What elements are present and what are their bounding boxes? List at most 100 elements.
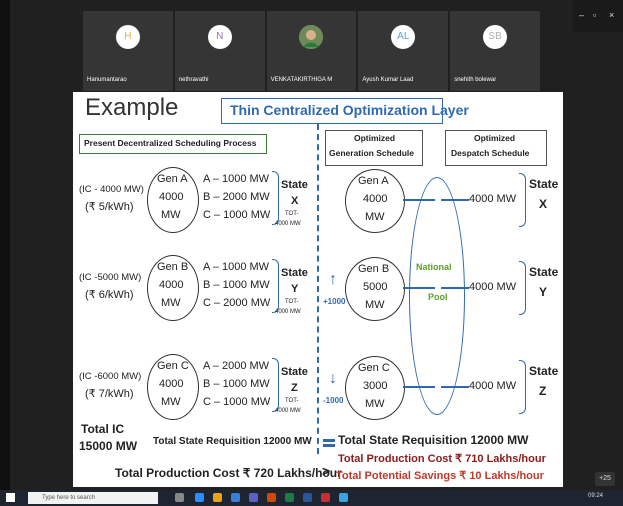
total-ic-value: 15000 MW xyxy=(79,439,138,453)
participant-tile[interactable]: VENKATAKIRTHIGA M xyxy=(266,11,357,91)
despatch-state-label: State xyxy=(529,364,559,378)
despatch-arrow-icon xyxy=(441,199,469,201)
participant-tile[interactable]: SB snehith bolewar xyxy=(450,11,540,91)
taskbar: Type here to search 09:24 xyxy=(0,490,623,506)
participant-tile[interactable]: H Hanumantarao xyxy=(83,11,173,91)
state-brace xyxy=(272,171,279,225)
mail-icon[interactable] xyxy=(231,493,240,502)
gen-capacity: 4000 xyxy=(159,378,184,390)
right-column-title: Optimized xyxy=(474,133,516,143)
maximize-button[interactable]: ▫ xyxy=(593,10,597,20)
optimized-gen-capacity: 4000 xyxy=(363,193,388,205)
ic-label: (IC - 4000 MW) xyxy=(79,184,144,195)
optimized-gen-name: Gen B xyxy=(358,263,390,275)
total-label: TOT- xyxy=(285,211,299,217)
windows-start-icon[interactable] xyxy=(6,493,15,502)
total-requisition-left: Total State Requisition 12000 MW xyxy=(153,436,312,447)
optimized-gen-circle xyxy=(345,356,405,420)
total-value: 4000 MW xyxy=(275,309,301,315)
optimized-gen-unit: MW xyxy=(365,211,385,223)
allocation-text: C – 1000 MW xyxy=(203,209,271,221)
edge-icon[interactable] xyxy=(195,493,204,502)
gen-circle xyxy=(147,255,199,321)
arrow-gt-icon: > xyxy=(322,463,331,479)
participant-name: nethravathi xyxy=(178,77,209,83)
allocation-text: A – 2000 MW xyxy=(203,360,270,372)
participant-name: VENKATAKIRTHIGA M xyxy=(270,77,333,83)
state-label: State xyxy=(281,366,308,378)
gen-name: Gen C xyxy=(157,360,189,372)
cost-label: (₹ 5/kWh) xyxy=(85,201,134,213)
zoom-icon[interactable] xyxy=(339,493,348,502)
optimized-gen-name: Gen A xyxy=(358,175,389,187)
window-controls: – ▫ × xyxy=(573,0,623,32)
national-pool-ellipse xyxy=(409,177,465,415)
pool-arrow-icon xyxy=(403,287,435,289)
state-brace xyxy=(272,259,279,313)
powerpoint-icon[interactable] xyxy=(267,493,276,502)
pool-label: National xyxy=(416,262,452,272)
close-button[interactable]: × xyxy=(609,10,615,20)
total-requisition-right: Total State Requisition 12000 MW xyxy=(338,433,529,447)
gen-name: Gen A xyxy=(157,173,188,185)
excel-icon[interactable] xyxy=(285,493,294,502)
despatch-arrow-icon xyxy=(441,287,469,289)
despatch-value: 4000 MW xyxy=(469,281,517,293)
avatar: N xyxy=(207,25,232,49)
minimize-button[interactable]: – xyxy=(579,10,585,20)
allocation-text: A – 1000 MW xyxy=(203,173,270,185)
app-icon[interactable] xyxy=(321,493,330,502)
avatar: H xyxy=(115,25,140,49)
allocation-text: B – 1000 MW xyxy=(203,378,270,390)
gen-circle xyxy=(147,167,199,233)
despatch-state-letter: Z xyxy=(539,384,547,398)
despatch-state-label: State xyxy=(529,265,559,279)
despatch-brace xyxy=(519,173,526,227)
state-letter: X xyxy=(291,195,299,207)
participant-name: snehith bolewar xyxy=(454,77,497,83)
allocation-text: B – 2000 MW xyxy=(203,191,270,203)
participant-name: Ayush Kumar Laad xyxy=(362,77,414,83)
participant-strip: H Hanumantarao N nethravathi VENKATAKIRT… xyxy=(83,11,540,91)
folder-icon[interactable] xyxy=(213,493,222,502)
state-brace xyxy=(272,358,279,412)
slide-heading: Example xyxy=(85,94,179,121)
more-participants-badge[interactable]: +25 xyxy=(595,472,615,486)
gen-name: Gen B xyxy=(157,261,189,273)
gen-unit: MW xyxy=(161,396,181,408)
task-view-icon[interactable] xyxy=(175,493,184,502)
left-column-title: Present Decentralized Scheduling Process xyxy=(84,138,257,148)
despatch-state-label: State xyxy=(529,177,559,191)
ic-label: (IC -6000 MW) xyxy=(79,371,142,382)
mid-column-subtitle: Generation Schedule xyxy=(329,148,415,158)
participant-tile[interactable]: N nethravathi xyxy=(174,11,265,91)
allocation-text: B – 1000 MW xyxy=(203,279,270,291)
state-label: State xyxy=(281,267,308,279)
cost-label: (₹ 7/kWh) xyxy=(85,388,134,400)
word-icon[interactable] xyxy=(303,493,312,502)
left-edge-bar xyxy=(0,0,10,490)
allocation-text: C – 2000 MW xyxy=(203,297,271,309)
cost-label: (₹ 6/kWh) xyxy=(85,289,134,301)
avatar: SB xyxy=(483,25,508,49)
despatch-brace xyxy=(519,261,526,315)
gen-unit: MW xyxy=(161,297,181,309)
taskbar-search[interactable]: Type here to search xyxy=(28,492,158,504)
column-divider xyxy=(317,124,319,454)
despatch-value: 4000 MW xyxy=(469,193,517,205)
optimized-gen-name: Gen C xyxy=(358,362,390,374)
participant-tile[interactable]: AL Ayush Kumar Laad xyxy=(358,11,449,91)
state-letter: Z xyxy=(291,382,298,394)
avatar-photo xyxy=(299,25,324,49)
total-label: TOT- xyxy=(285,398,299,404)
ic-label: (IC -5000 MW) xyxy=(79,272,142,283)
teams-icon[interactable] xyxy=(249,493,258,502)
optimized-gen-circle xyxy=(345,257,405,321)
mid-column-title: Optimized xyxy=(354,133,396,143)
allocation-text: A – 1000 MW xyxy=(203,261,270,273)
state-letter: Y xyxy=(291,283,299,295)
delta-label: -1000 xyxy=(323,396,344,405)
participant-name: Hanumantarao xyxy=(87,77,127,83)
total-value: 4000 MW xyxy=(275,408,301,414)
gen-capacity: 4000 xyxy=(159,279,184,291)
